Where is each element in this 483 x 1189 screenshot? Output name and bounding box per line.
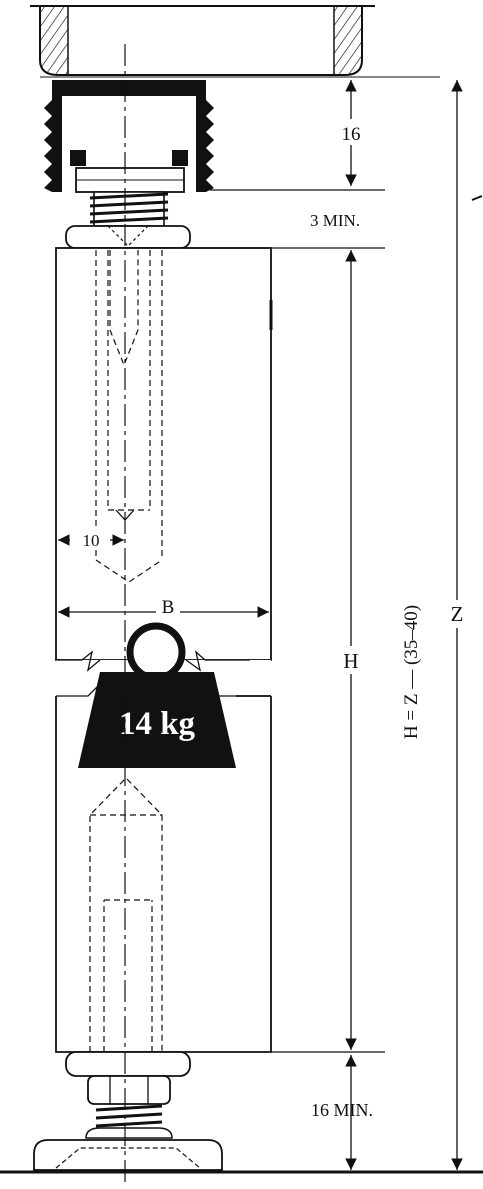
dim-h-label: H: [343, 649, 358, 673]
dim-16-top-label: 16: [342, 124, 361, 145]
dim-16min-label: 16 MIN.: [311, 1100, 373, 1120]
upper-frame: [30, 5, 375, 76]
weight-label: 14 kg: [119, 706, 196, 742]
upper-threaded-pin: [65, 191, 191, 249]
weight-block: [78, 672, 236, 768]
wood-grain-right: [333, 5, 363, 76]
weight-ring: [126, 622, 186, 682]
upper-socket: [40, 76, 440, 193]
dim-10-label: 10: [83, 531, 100, 550]
dim-b-label: B: [162, 597, 175, 618]
upper-hinge-block: [55, 247, 273, 661]
lower-adjuster: [0, 1051, 483, 1174]
dim-z-label: Z: [451, 602, 464, 626]
weight-assembly: 14 kg: [56, 622, 271, 768]
wood-grain-left: [39, 5, 69, 76]
formula-label: H = Z — (35–40): [401, 605, 422, 739]
dim-3min-label: 3 MIN.: [310, 211, 360, 230]
